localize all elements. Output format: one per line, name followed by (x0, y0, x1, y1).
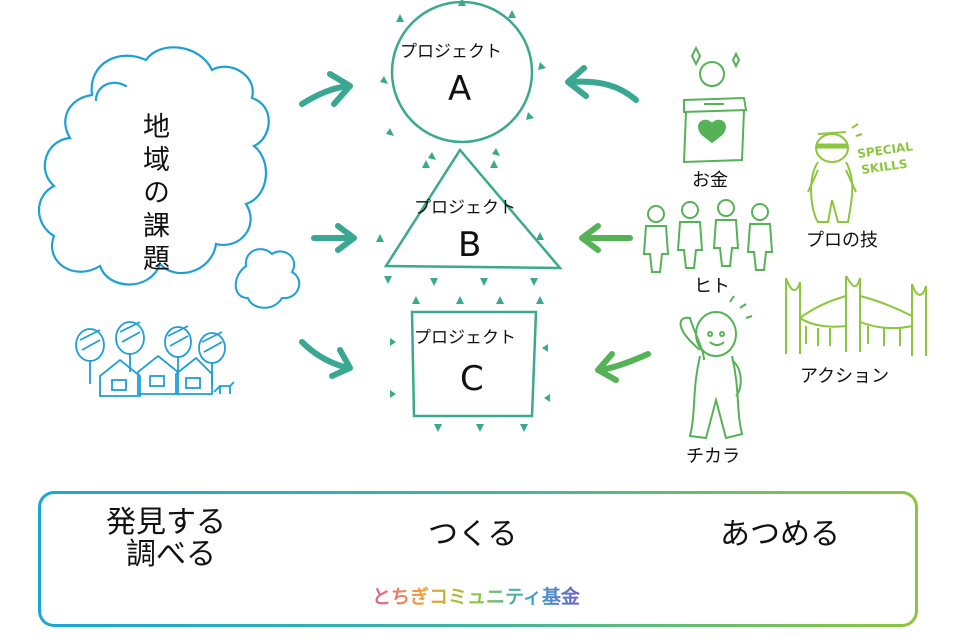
pro-skill-icon (807, 123, 863, 223)
money-box-icon (682, 45, 748, 164)
project-b-label: プロジェクト (414, 198, 516, 218)
cycle-step-research: 調べる (126, 537, 216, 572)
cycle-panel (38, 491, 918, 627)
people-label: ヒト (694, 276, 730, 297)
cycle-step-discover: 発見する (106, 505, 226, 540)
issue-label: 地域の課題 (138, 112, 169, 277)
people-icon (642, 199, 774, 273)
right-arrows (565, 65, 651, 383)
small-cloud (234, 248, 301, 309)
pro-skill-label: プロの技 (806, 230, 878, 251)
project-a-letter: A (448, 69, 472, 109)
houses-and-trees (75, 321, 235, 397)
money-label: お金 (692, 170, 728, 191)
project-b-letter: B (458, 225, 482, 265)
strong-person-icon (679, 295, 753, 440)
logo-text-value: とちぎコミュニティ基金 (372, 586, 580, 608)
project-a-shape (380, 0, 546, 160)
cycle-step-collect: あつめる (720, 517, 840, 552)
project-c-label: プロジェクト (414, 328, 516, 348)
issue-cloud (38, 46, 270, 286)
action-tents-icon (785, 275, 927, 356)
project-a-label: プロジェクト (400, 42, 502, 62)
project-b-shape (376, 147, 563, 286)
logo-text: とちぎコミュニティ基金 (372, 588, 580, 607)
power-label: チカラ (686, 446, 740, 467)
project-c-shape (390, 296, 550, 432)
action-label: アクション (800, 366, 890, 387)
left-arrows (299, 71, 357, 379)
special-skills-line2: SKILLS (860, 157, 908, 177)
project-c-letter: C (460, 359, 484, 399)
cycle-step-create: つくる (428, 517, 518, 552)
